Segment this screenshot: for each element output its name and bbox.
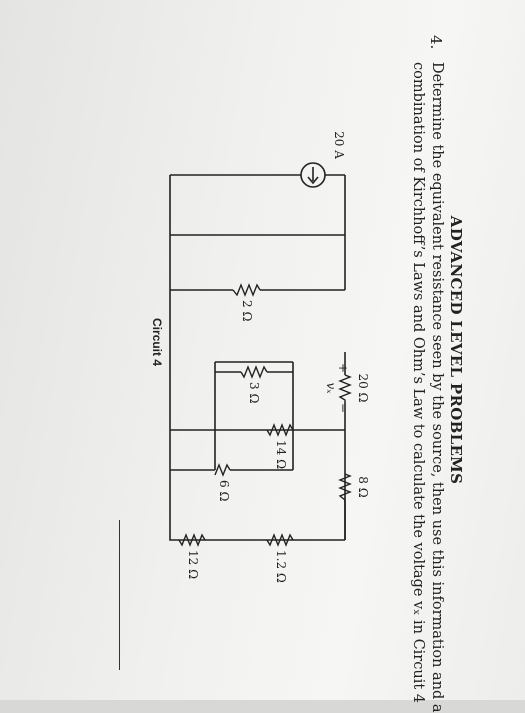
inner-loop-wires	[214, 361, 294, 470]
vx-minus-sign: −	[336, 403, 350, 413]
resistor-1-2-ohm	[266, 533, 294, 547]
label-14-ohm: 14 Ω	[274, 440, 288, 469]
resistor-12-ohm	[178, 533, 206, 547]
current-source	[300, 162, 326, 188]
vx-plus-sign: +	[336, 363, 350, 373]
label-2-ohm: 2 Ω	[240, 300, 254, 321]
label-6-ohm: 6 Ω	[217, 480, 231, 501]
vx-label: vₓ	[324, 382, 338, 394]
label-12-ohm: 12 Ω	[186, 550, 200, 579]
resistor-14-ohm	[266, 423, 294, 437]
label-1-2-ohm: 1.2 Ω	[274, 550, 288, 583]
resistor-6-ohm	[214, 463, 231, 477]
resistor-20-ohm	[338, 374, 352, 402]
resistor-8-ohm	[338, 473, 352, 501]
label-8-ohm: 8 Ω	[356, 476, 370, 497]
bottom-wire	[169, 235, 345, 541]
resistor-2-ohm	[232, 283, 261, 297]
label-3-ohm: 3 Ω	[247, 382, 261, 403]
source-label: 20 A	[332, 131, 346, 159]
answer-line	[119, 520, 120, 670]
resistor-3-ohm	[240, 365, 268, 379]
circuit-caption: Circuit 4	[150, 318, 164, 366]
label-20-ohm: 20 Ω	[356, 373, 370, 402]
